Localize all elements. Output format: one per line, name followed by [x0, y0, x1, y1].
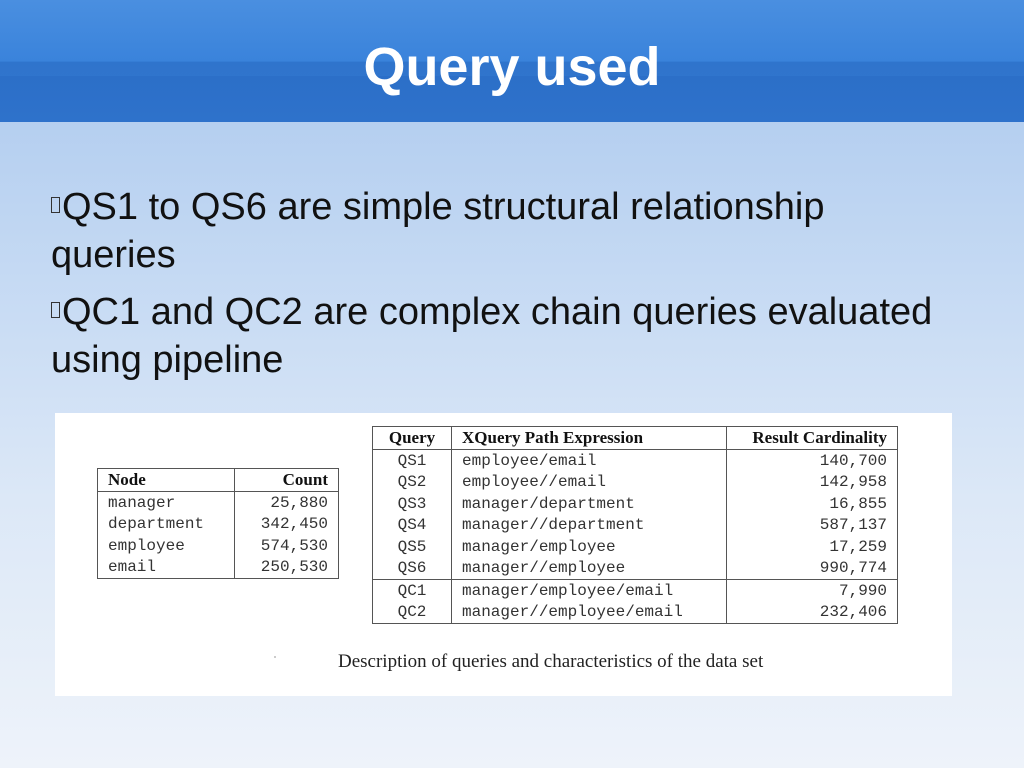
cardinality-cell: 587,137 — [819, 516, 887, 535]
node-cell: email — [97, 556, 236, 579]
node-cell: employee — [97, 535, 236, 557]
count-cell: 250,530 — [260, 558, 328, 577]
query-id-cell: QS3 — [372, 493, 452, 515]
expression-cell: manager/employee — [451, 536, 727, 558]
bullet-text: QS1 to QS6 are simple structural relatio… — [51, 186, 825, 276]
bullet-item: QC1 and QC2 are complex chain queries ev… — [51, 288, 951, 384]
node-cell: department — [97, 513, 236, 535]
cardinality-cell: 17,259 — [829, 537, 887, 556]
expression-cell: employee/email — [451, 449, 727, 472]
query-id-cell: QS5 — [372, 536, 452, 558]
table-row: QC2 manager//employee/email 232,406 — [372, 601, 898, 624]
table-header-row: Node Count — [97, 468, 339, 492]
table-row: QC1 manager/employee/email 7,990 — [372, 579, 898, 602]
query-id-cell: QC2 — [372, 601, 452, 624]
bullet-icon — [51, 302, 60, 318]
column-header-node: Node — [97, 468, 236, 492]
expression-cell: manager//employee/email — [451, 601, 727, 624]
title-bar — [0, 0, 1024, 122]
expression-cell: employee//email — [451, 471, 727, 493]
cardinality-cell: 990,774 — [819, 559, 887, 578]
table-header-row: Query XQuery Path Expression Result Card… — [372, 426, 898, 450]
table-row: QS4 manager//department 587,137 — [372, 514, 898, 536]
table-row: QS2 employee//email 142,958 — [372, 471, 898, 493]
count-cell: 25,880 — [270, 493, 328, 512]
query-id-cell: QS1 — [372, 449, 452, 472]
column-header-expression: XQuery Path Expression — [451, 426, 727, 450]
table-row: QS6 manager//employee 990,774 — [372, 557, 898, 580]
query-table: Query XQuery Path Expression Result Card… — [372, 426, 898, 624]
table-row: QS5 manager/employee 17,259 — [372, 536, 898, 558]
slide-title: Query used — [363, 37, 661, 97]
count-cell: 342,450 — [260, 515, 328, 534]
column-header-query: Query — [372, 426, 452, 450]
cardinality-cell: 142,958 — [819, 473, 887, 492]
table-row: department 342,450 — [97, 513, 339, 535]
expression-cell: manager//employee — [451, 557, 727, 580]
bullet-list: QS1 to QS6 are simple structural relatio… — [51, 183, 951, 393]
cardinality-cell: 7,990 — [726, 579, 898, 602]
bullet-item: QS1 to QS6 are simple structural relatio… — [51, 183, 951, 279]
table-row: manager 25,880 — [97, 491, 339, 514]
cardinality-cell: 140,700 — [819, 451, 887, 470]
count-cell: 574,530 — [260, 536, 328, 555]
column-header-cardinality: Result Cardinality — [726, 426, 898, 450]
node-count-table: Node Count manager 25,880 department 342… — [97, 468, 339, 579]
expression-cell: manager/employee/email — [451, 579, 727, 602]
node-cell: manager — [97, 491, 236, 514]
column-header-count: Count — [234, 468, 339, 492]
table-row: QS3 manager/department 16,855 — [372, 493, 898, 515]
expression-cell: manager/department — [451, 493, 727, 515]
cardinality-cell: 232,406 — [819, 603, 887, 622]
figure-caption: Description of queries and characteristi… — [338, 651, 764, 672]
query-id-cell: QS4 — [372, 514, 452, 536]
table-row: email 250,530 — [97, 556, 339, 579]
table-row: employee 574,530 — [97, 535, 339, 557]
figure-image: Node Count manager 25,880 department 342… — [55, 413, 952, 696]
speck — [274, 656, 276, 658]
bullet-text: QC1 and QC2 are complex chain queries ev… — [51, 291, 933, 381]
bullet-icon — [51, 197, 60, 213]
expression-cell: manager//department — [451, 514, 727, 536]
cardinality-cell: 16,855 — [829, 494, 887, 513]
query-id-cell: QS2 — [372, 471, 452, 493]
query-id-cell: QS6 — [372, 557, 452, 580]
query-id-cell: QC1 — [372, 579, 452, 602]
table-row: QS1 employee/email 140,700 — [372, 449, 898, 472]
